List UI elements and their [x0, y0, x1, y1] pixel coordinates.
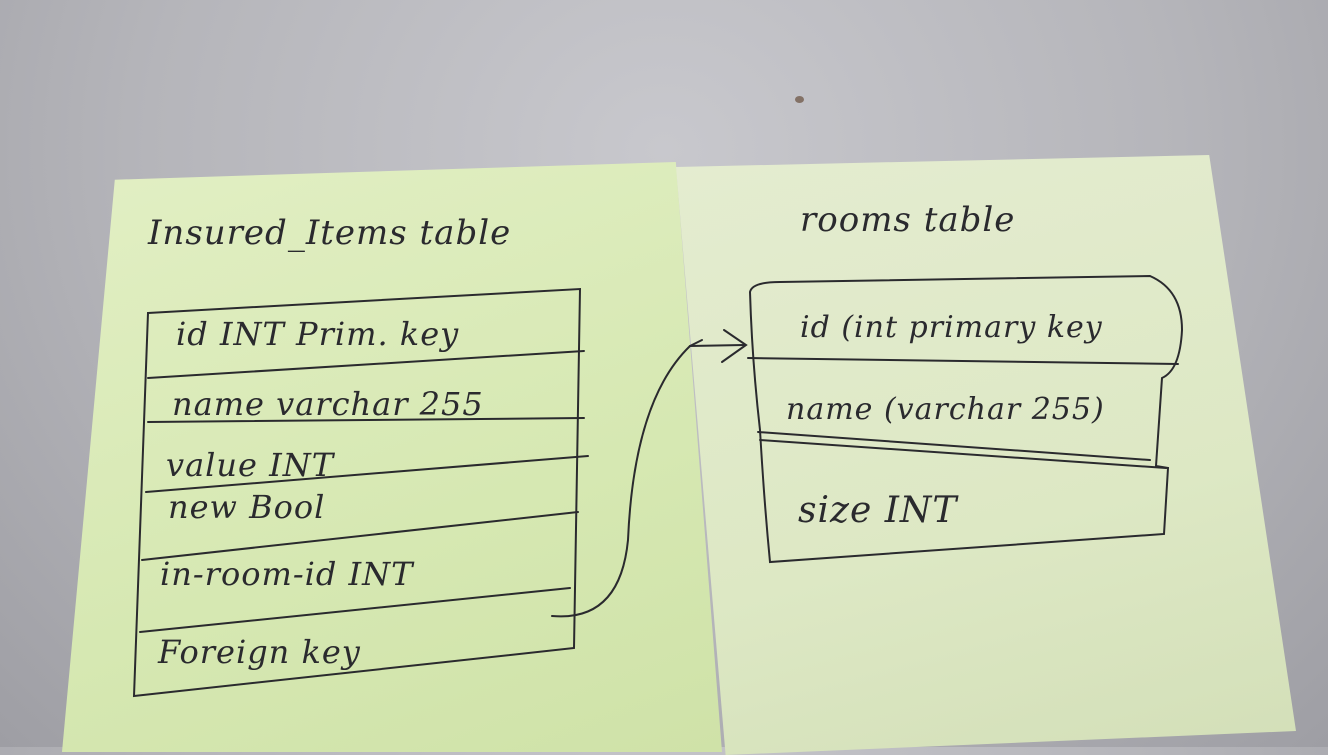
insured-items-row-name: name varchar 255	[172, 385, 484, 423]
foreign-key-connector	[551, 344, 745, 618]
row-divider	[757, 431, 1151, 461]
rooms-table-outline	[748, 274, 1184, 564]
row-divider	[747, 357, 1179, 365]
arrow-head-icon	[721, 329, 748, 363]
rooms-row-size: size INT	[798, 490, 958, 531]
row-divider	[147, 350, 585, 379]
rooms-row-name: name (varchar 255)	[786, 392, 1105, 427]
surface-speck	[795, 96, 804, 103]
rooms-row-id: id (int primary key	[800, 310, 1103, 345]
insured-items-row-in-room-id: in-room-id INT	[160, 555, 414, 593]
insured-items-table-outline	[132, 287, 582, 698]
insured-items-title: Insured_Items table	[148, 213, 512, 253]
row-divider	[147, 417, 585, 423]
insured-items-row-foreign-key: Foreign key	[158, 633, 361, 671]
insured-items-row-id: id INT Prim. key	[176, 315, 460, 353]
row-divider	[139, 587, 571, 633]
sticky-note-insured-items	[62, 162, 722, 752]
insured-items-row-value: value INT	[166, 446, 335, 484]
row-divider	[141, 511, 579, 561]
row-divider	[759, 439, 1167, 469]
insured-items-row-new: new Bool	[168, 488, 326, 526]
arrow-tail	[689, 339, 703, 347]
rooms-title: rooms table	[800, 200, 1016, 240]
row-divider	[145, 455, 589, 493]
